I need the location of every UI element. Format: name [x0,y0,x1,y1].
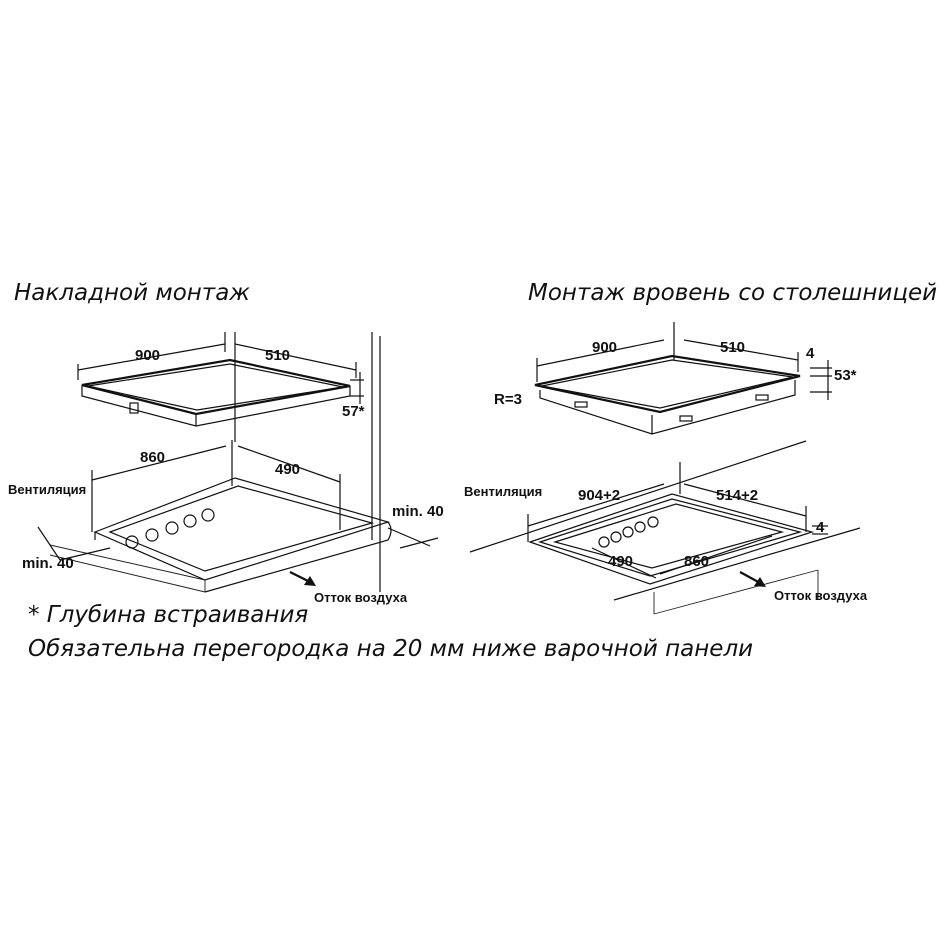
right-rebate-depth-label: 514+2 [716,487,758,504]
right-vent-holes [598,516,659,548]
right-hob-panel [534,354,801,435]
right-cut-width-label: 860 [684,553,709,570]
left-hob-panel [81,358,351,427]
left-air-arrow-icon [289,571,316,586]
right-rebate-dimension-lines [527,462,828,579]
right-air-outlet-label: Отток воздуха [774,588,868,603]
left-air-outlet-label: Отток воздуха [314,590,408,605]
right-air-arrow-icon [739,571,766,587]
right-ventilation-label: Вентиляция [464,484,542,499]
left-min-front-label: min. 40 [22,555,74,572]
right-worktop [469,440,861,615]
right-embed-label: 53* [834,367,857,384]
right-depth-label: 510 [720,339,745,356]
right-cut-depth-label: 490 [608,553,633,570]
left-width-label: 900 [135,347,160,364]
right-rebate-width-label: 904+2 [578,487,620,504]
right-width-label: 900 [592,339,617,356]
right-hob-dimension-lines [536,322,832,400]
right-rebate-height-label: 4 [816,519,825,536]
heading-flush-mount: Монтаж вровень со столешницей [528,280,938,306]
left-cutout-dimension-lines [37,440,439,561]
left-min-back-label: min. 40 [392,503,444,520]
left-ventilation-label: Вентиляция [8,482,86,497]
left-cut-width-label: 860 [140,449,165,466]
right-radius-label: R=3 [494,391,522,408]
heading-surface-mount: Накладной монтаж [14,280,251,306]
left-worktop [49,332,392,593]
note-partition: Обязательна перегородка на 20 мм ниже ва… [28,636,754,662]
left-cut-depth-label: 490 [275,461,300,478]
right-rim-label: 4 [806,345,815,362]
left-vent-holes [125,508,215,549]
left-hob-dimension-lines [77,332,364,442]
left-embed-label: 57* [342,403,365,420]
note-depth: * Глубина встраивания [28,602,309,628]
left-depth-label: 510 [265,347,290,364]
